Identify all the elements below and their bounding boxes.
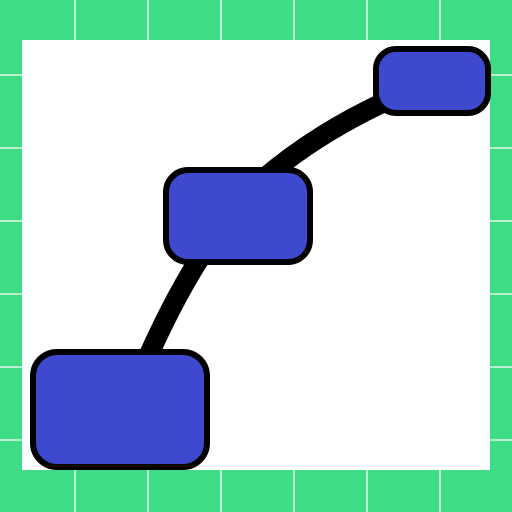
node-bottom-left — [30, 349, 210, 470]
node-middle — [163, 167, 313, 265]
node-top-right — [373, 46, 491, 116]
